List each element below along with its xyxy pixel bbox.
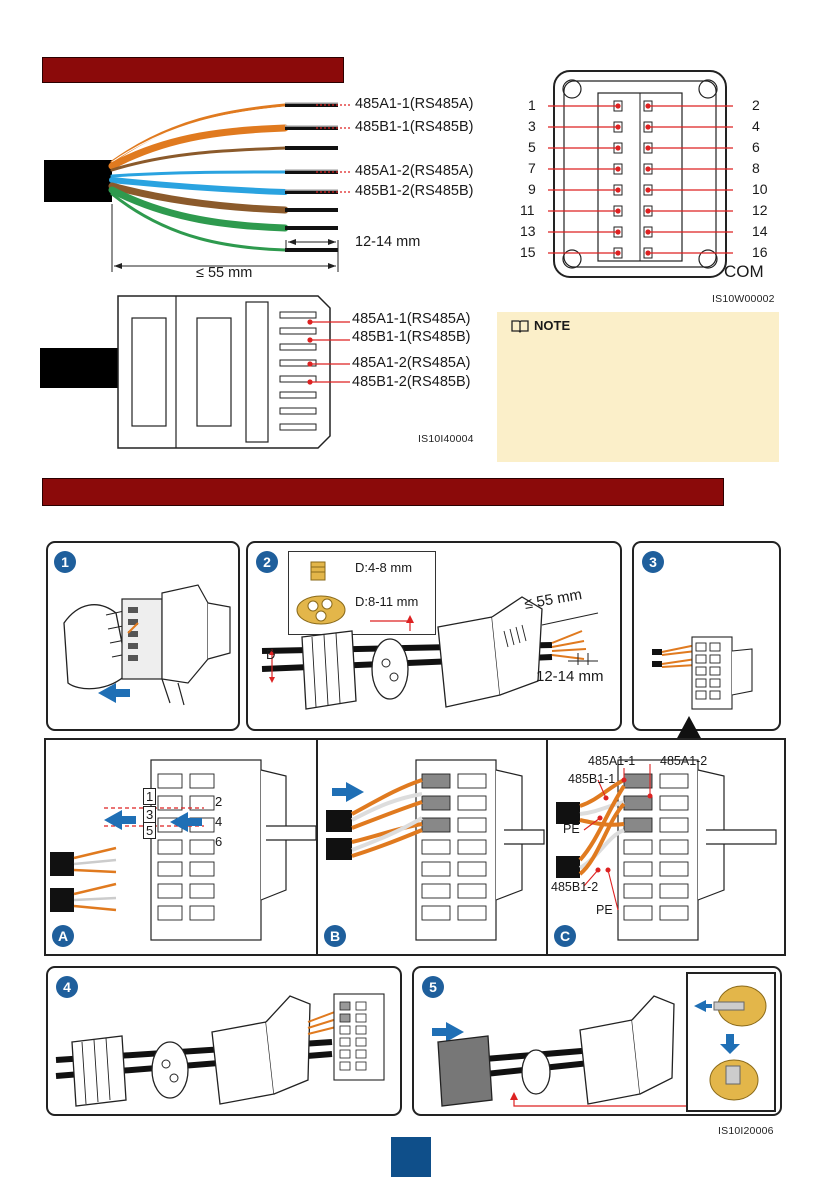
step-panel-5: 5 xyxy=(412,966,782,1116)
note-box: NOTE xyxy=(497,312,779,462)
seal-size-1: D:4-8 mm xyxy=(355,560,413,575)
substep-c-illustration xyxy=(556,759,777,941)
cable-label-485b1-1: 485B1-1(RS485B) xyxy=(355,119,474,135)
wire-6 xyxy=(108,182,289,214)
terminal-with-wires-illustration xyxy=(652,636,753,710)
substep-divider-2 xyxy=(546,738,548,954)
strip-label: 12-14 mm xyxy=(536,668,604,685)
com-pin-15: 15 xyxy=(520,244,536,260)
com-pin-14: 14 xyxy=(752,223,768,239)
book-icon xyxy=(511,320,529,333)
wire-1b xyxy=(111,106,286,163)
terminal-block-diagram xyxy=(40,295,350,449)
connector-label-485a1-2: 485A1-2(RS485A) xyxy=(352,355,471,371)
pin-6-label: 6 xyxy=(215,834,223,849)
wire-8 xyxy=(110,192,287,252)
step-number-3: 3 xyxy=(642,551,664,573)
section-header-bar-middle xyxy=(42,478,724,506)
substep-a-illustration xyxy=(50,759,316,941)
assemble-gland-illustration xyxy=(55,993,385,1107)
tighten-gland-illustration xyxy=(432,995,688,1107)
substep-c-badge: C xyxy=(554,925,576,947)
step-panel-2: 2 D:4-8 mm D:8-11 mm D ≤ 55 mm 12- xyxy=(246,541,622,731)
step-number-5: 5 xyxy=(422,976,444,998)
com-pin-12: 12 xyxy=(752,202,768,218)
note-title: NOTE xyxy=(534,318,571,333)
com-pin-6: 6 xyxy=(752,139,760,155)
wire-3 xyxy=(110,146,287,172)
hand-pressing-terminal-illustration xyxy=(63,584,231,706)
c-label-485b1-1: 485B1-1 xyxy=(568,772,616,786)
com-pin-11: 11 xyxy=(520,202,535,218)
com-pin-4: 4 xyxy=(752,118,760,134)
c-label-485a1-1: 485A1-1 xyxy=(588,754,636,768)
com-pin-2: 2 xyxy=(752,97,760,113)
com-pin-3: 3 xyxy=(528,118,536,134)
seal-inserts-icon xyxy=(296,561,346,625)
c-label-485b1-2: 485B1-2 xyxy=(551,880,599,894)
d-dimension-label: D xyxy=(266,647,276,662)
com-pin-9: 9 xyxy=(528,181,536,197)
com-pin-5: 5 xyxy=(528,139,536,155)
wire-2 xyxy=(108,124,289,170)
pin-2-label: 2 xyxy=(215,794,223,809)
com-pin-7: 7 xyxy=(528,160,536,176)
step-panel-3: 3 xyxy=(632,541,781,731)
com-label: COM xyxy=(724,262,764,281)
pin-3-label: 3 xyxy=(143,806,157,823)
com-pin-13: 13 xyxy=(520,223,536,239)
pin-1-label: 1 xyxy=(143,788,157,805)
figure-code-steps: IS10I20006 xyxy=(718,1125,774,1137)
substep-divider-1 xyxy=(316,738,318,954)
cable-body xyxy=(40,348,118,388)
cable-label-485b1-2: 485B1-2(RS485B) xyxy=(355,183,474,199)
seal-size-2: D:8-11 mm xyxy=(355,594,419,609)
figure-code-connector: IS10I40004 xyxy=(418,433,474,445)
figure-code-com: IS10W00002 xyxy=(712,293,775,305)
strip-length-label: 12-14 mm xyxy=(355,234,421,250)
com-pin-16: 16 xyxy=(752,244,768,260)
pin-4-label: 4 xyxy=(215,814,223,829)
cable-through-gland-illustration xyxy=(261,596,599,710)
c-label-pe-1: PE xyxy=(563,822,580,836)
c-label-pe-2: PE xyxy=(596,903,613,917)
substep-a-badge: A xyxy=(52,925,74,947)
substep-b-badge: B xyxy=(324,925,346,947)
section-header-bar-top xyxy=(42,57,344,83)
wire-4 xyxy=(110,170,287,178)
com-pin-1: 1 xyxy=(528,97,536,113)
cable-jacket xyxy=(44,160,112,202)
plug-inset xyxy=(686,972,776,1112)
pin-5-label: 5 xyxy=(143,822,157,839)
substep-b-illustration xyxy=(326,759,545,941)
connector-label-485b1-2: 485B1-2(RS485B) xyxy=(352,374,471,390)
plug-insertion-icon xyxy=(694,985,767,1101)
cable-label-485a1-1: 485A1-1(RS485A) xyxy=(355,96,474,112)
step-panel-4: 4 xyxy=(46,966,402,1116)
connector-label-485b1-1: 485B1-1(RS485B) xyxy=(352,329,471,345)
wire-5 xyxy=(109,177,288,195)
step-number-2: 2 xyxy=(256,551,278,573)
cable-stripping-diagram xyxy=(44,102,352,272)
wire-7 xyxy=(108,186,289,232)
com-port-diagram xyxy=(548,70,733,278)
step-number-1: 1 xyxy=(54,551,76,573)
com-pin-8: 8 xyxy=(752,160,760,176)
substep-frame xyxy=(44,738,786,956)
cable-label-485a1-2: 485A1-2(RS485A) xyxy=(355,163,474,179)
page-number-box xyxy=(391,1137,431,1177)
step-panel-1: 1 xyxy=(46,541,240,731)
c-label-485a1-2: 485A1-2 xyxy=(660,754,708,768)
max-length-label: ≤ 55 mm xyxy=(196,265,253,281)
step-number-4: 4 xyxy=(56,976,78,998)
pointer-triangle xyxy=(676,716,702,740)
com-pin-10: 10 xyxy=(752,181,768,197)
connector-label-485a1-1: 485A1-1(RS485A) xyxy=(352,311,471,327)
